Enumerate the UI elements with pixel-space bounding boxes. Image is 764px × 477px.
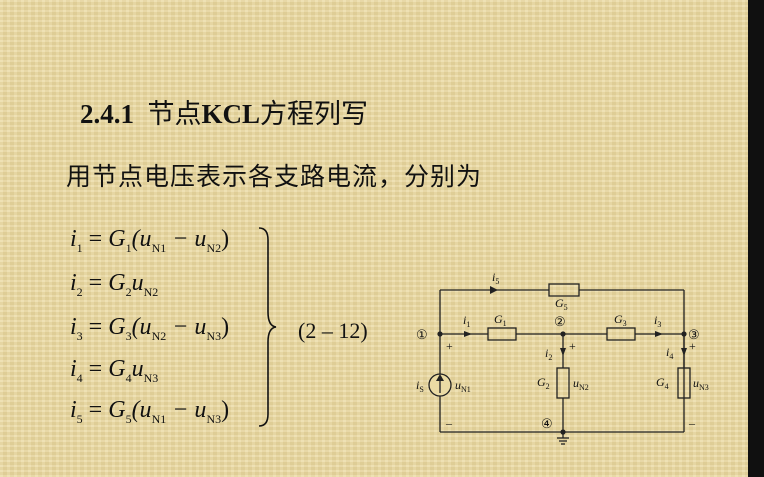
- equation-3: i3 = G3(uN2 − uN3): [70, 314, 230, 343]
- label-g2: G2: [537, 375, 550, 391]
- label-is: iS: [416, 378, 424, 394]
- ground-symbol: [557, 437, 569, 445]
- plus-node1: +: [446, 339, 453, 353]
- label-un2: uN2: [573, 376, 589, 392]
- label-g1: G1: [494, 312, 507, 328]
- resistor-g1: [487, 327, 517, 341]
- arrow-i2: [560, 348, 566, 356]
- heading-kcl: KCL: [201, 99, 261, 129]
- label-un1: uN1: [455, 378, 471, 394]
- arrow-i3: [655, 331, 663, 337]
- circuit-diagram: i5 G5 i1 G1 G3 i3 ① ② ③ ④ + + + – – i2 i…: [416, 270, 709, 445]
- label-i4: i4: [666, 345, 673, 361]
- equation-2: i2 = G2uN2: [70, 270, 159, 299]
- equation-1: i1 = G1(uN1 − uN2): [70, 226, 230, 255]
- node-1-label: ①: [416, 327, 428, 342]
- equation-4: i4 = G4uN3: [70, 356, 159, 385]
- resistor-g3: [606, 327, 636, 341]
- equation-5: i5 = G5(uN1 − uN3): [70, 397, 230, 426]
- node-3-label: ③: [688, 327, 700, 342]
- arrow-i4: [681, 348, 687, 356]
- resistor-g2: [556, 367, 570, 399]
- label-g5: G5: [555, 296, 568, 312]
- slide: 2.4.1 节点KCL方程列写 用节点电压表示各支路电流，分别为 i1 = G1…: [0, 0, 748, 477]
- node-2-label: ②: [554, 314, 566, 329]
- section-number: 2.4.1: [80, 99, 134, 129]
- node-4-label: ④: [541, 416, 553, 431]
- scrollbar-track[interactable]: [748, 0, 764, 477]
- label-i2: i2: [545, 346, 552, 362]
- intro-text: 用节点电压表示各支路电流，分别为: [66, 162, 483, 191]
- label-g4: G4: [656, 375, 669, 391]
- heading-cn-1: 节点: [147, 99, 202, 129]
- minus-left: –: [445, 416, 453, 430]
- label-un3: uN3: [693, 376, 709, 392]
- arrow-i5: [490, 286, 498, 294]
- resistor-g4: [677, 367, 691, 399]
- minus-right: –: [688, 416, 696, 430]
- plus-node3: +: [689, 339, 696, 353]
- resistor-g5: [548, 283, 580, 297]
- label-i1: i1: [463, 313, 470, 329]
- heading-cn-2: 方程列写: [260, 99, 369, 129]
- section-heading: 2.4.1 节点KCL方程列写: [80, 92, 368, 131]
- plus-node2: +: [569, 339, 576, 353]
- label-g3: G3: [614, 312, 627, 328]
- label-i5: i5: [492, 270, 499, 286]
- label-i3: i3: [654, 313, 661, 329]
- arrow-i1: [464, 331, 472, 337]
- equation-number: (2 – 12): [298, 318, 368, 343]
- right-brace: [258, 227, 277, 427]
